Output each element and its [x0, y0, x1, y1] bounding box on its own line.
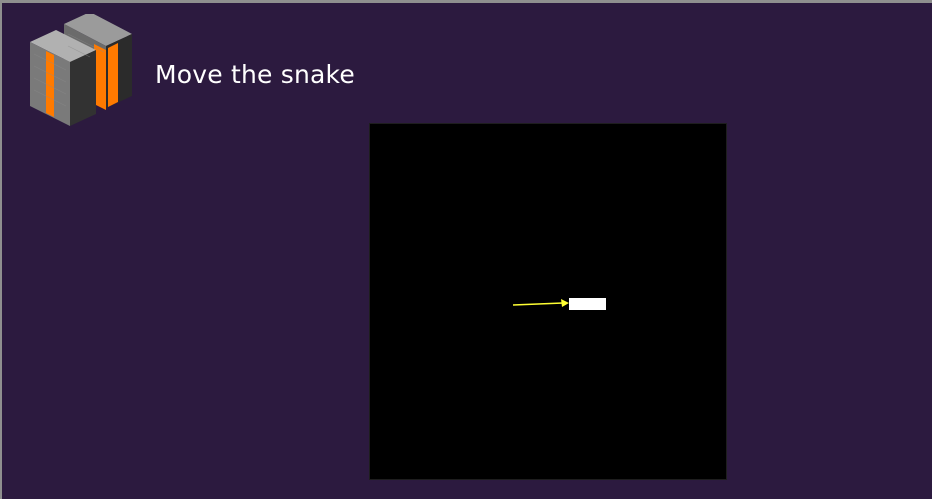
stacked-cubes-logo-icon	[30, 12, 132, 126]
app-logo	[24, 12, 136, 138]
snake-body	[569, 298, 606, 310]
game-board[interactable]	[370, 124, 726, 479]
right-arrow-icon	[512, 299, 569, 307]
page-title: Move the snake	[155, 60, 355, 89]
